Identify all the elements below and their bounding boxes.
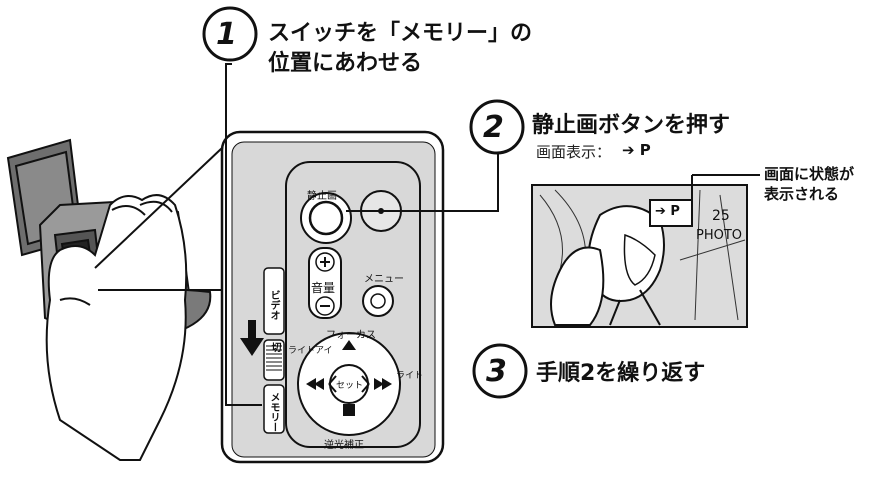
screen-photo-label: PHOTO bbox=[696, 228, 743, 243]
screen-note-line2: 表示される bbox=[764, 185, 840, 203]
screen-note-line1: 画面に状態が bbox=[764, 165, 855, 183]
indicator-highlight bbox=[649, 199, 693, 227]
step2-pointer bbox=[346, 128, 499, 212]
step-badge-3 bbox=[472, 343, 528, 399]
screen-count: 25 bbox=[712, 208, 730, 224]
memory-label: メモリー bbox=[268, 392, 279, 432]
mode-switch[interactable] bbox=[263, 267, 285, 434]
rewind-icon bbox=[306, 378, 316, 390]
display-label: 画面表示： bbox=[536, 143, 612, 161]
fast-forward-icon bbox=[382, 378, 392, 390]
snapshot-label: 静止画 bbox=[307, 191, 337, 202]
screen-example bbox=[531, 174, 760, 328]
menu-label: メニュー bbox=[364, 274, 404, 285]
light-right-label: ライト bbox=[396, 371, 424, 381]
step-number-2: 2 bbox=[483, 110, 504, 145]
stop-icon bbox=[343, 404, 355, 416]
backlight-label: 逆光補正 bbox=[324, 440, 364, 451]
menu-button[interactable] bbox=[362, 285, 394, 317]
focus-label: フォーカス bbox=[326, 330, 376, 341]
step3-line1: 手順2を繰り返す bbox=[536, 361, 706, 386]
volume-label: 音量 bbox=[311, 281, 336, 295]
step2-line1: 静止画ボタンを押す bbox=[532, 113, 731, 138]
down-arrow-icon bbox=[240, 320, 264, 356]
step1-pointer bbox=[225, 63, 262, 406]
snapshot-button[interactable] bbox=[300, 192, 352, 244]
step-number-1: 1 bbox=[216, 17, 237, 52]
play-pause-icon bbox=[342, 340, 356, 350]
camcorder-illustration bbox=[6, 138, 212, 461]
step1-line1: スイッチを「メモリー」の bbox=[268, 21, 533, 46]
zoom-lines bbox=[94, 147, 223, 291]
set-label: セット bbox=[336, 381, 364, 391]
video-label: ビデオ bbox=[268, 290, 279, 320]
off-label: 切 bbox=[269, 342, 280, 352]
step1-line2: 位置にあわせる bbox=[268, 51, 423, 76]
direction-pad[interactable] bbox=[297, 332, 401, 436]
display-icon: ➔ P bbox=[622, 141, 651, 159]
light-left-label: ライトアイ bbox=[288, 346, 333, 356]
step-badge-2 bbox=[469, 99, 525, 155]
step-number-3: 3 bbox=[486, 354, 507, 389]
volume-rocker[interactable] bbox=[308, 247, 342, 319]
screen-indicator: ➔ P bbox=[655, 204, 680, 219]
step-badge-1 bbox=[202, 6, 258, 62]
